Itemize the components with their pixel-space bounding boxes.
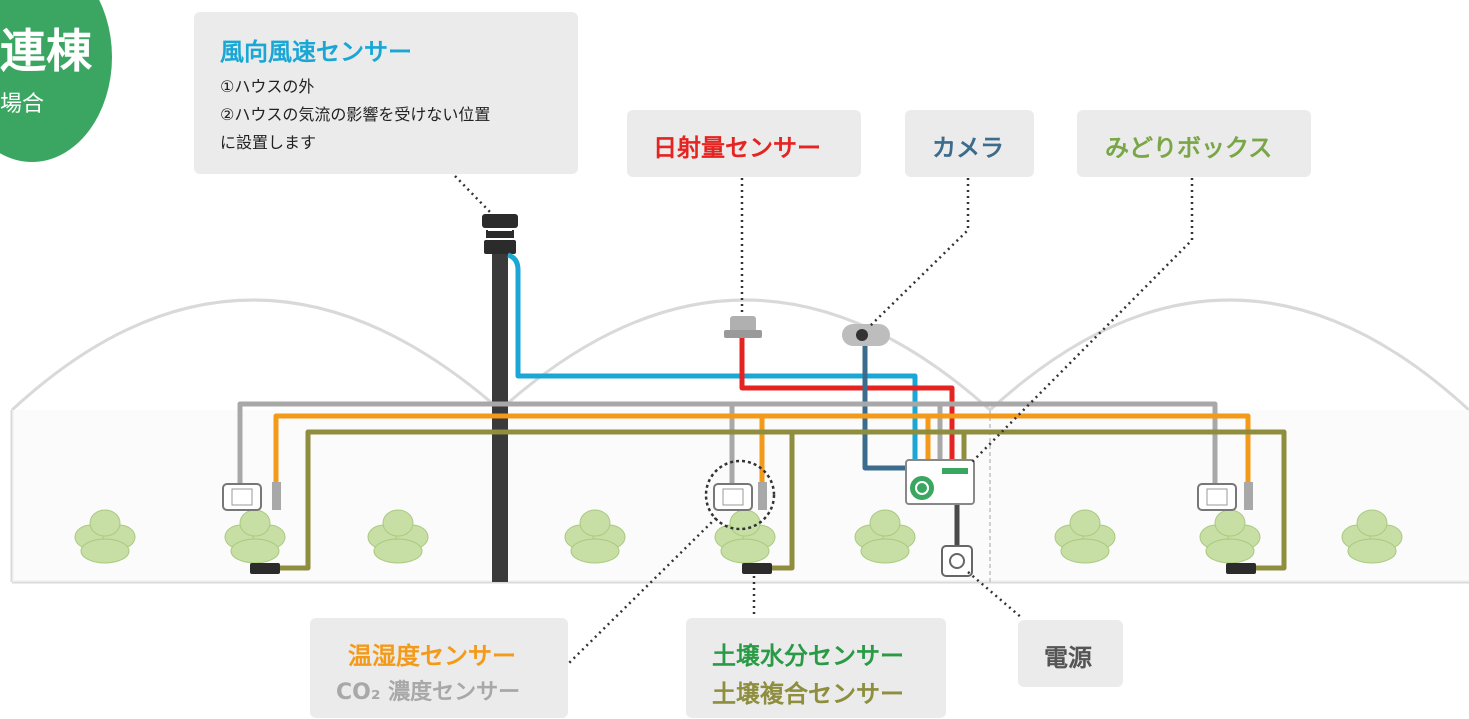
soil-sensor-3 bbox=[1226, 563, 1256, 574]
camera-icon bbox=[842, 324, 890, 346]
wind-sensor-note-3: に設置します bbox=[220, 133, 317, 152]
soil-complex-title: 土壌複合センサー bbox=[712, 680, 904, 708]
plant-icon bbox=[1054, 509, 1116, 564]
temp-sensor-title: 温湿度センサー bbox=[348, 642, 516, 670]
temp-sensor-2 bbox=[713, 483, 753, 511]
callout-temp-co2-sensor: 温湿度センサー CO₂ 濃度センサー bbox=[310, 618, 568, 718]
callout-power: 電源 bbox=[1018, 620, 1123, 687]
badge-line1: 連棟 bbox=[0, 24, 92, 78]
soil-sensor-1 bbox=[250, 563, 280, 574]
co2-sensor-1 bbox=[272, 482, 281, 510]
plant-icon bbox=[854, 509, 916, 564]
callout-solar-sensor: 日射量センサー bbox=[627, 110, 861, 177]
greenhouse-arch-2 bbox=[498, 298, 992, 412]
soil-moisture-title: 土壌水分センサー bbox=[712, 642, 904, 670]
plant-icon bbox=[564, 509, 626, 564]
co2-sensor-title: CO₂ 濃度センサー bbox=[336, 680, 521, 705]
leader-lines bbox=[454, 175, 1194, 667]
temp-sensor-1 bbox=[222, 483, 262, 511]
callout-midori-box: みどりボックス bbox=[1077, 110, 1311, 177]
highlight-circle bbox=[704, 459, 776, 531]
co2-sensor-2 bbox=[758, 482, 767, 510]
camera-title: カメラ bbox=[932, 134, 1004, 162]
wind-sensor-title: 風向風速センサー bbox=[220, 38, 412, 66]
callout-soil-sensor: 土壌水分センサー 土壌複合センサー bbox=[686, 618, 946, 718]
power-plug-icon bbox=[941, 545, 973, 577]
midori-box bbox=[905, 459, 975, 505]
solar-sensor-title: 日射量センサー bbox=[653, 134, 821, 162]
greenhouse-arch-3 bbox=[988, 298, 1469, 412]
plants bbox=[74, 509, 1403, 564]
power-title: 電源 bbox=[1044, 644, 1092, 672]
leader-wind bbox=[454, 175, 491, 213]
midori-box-title: みどりボックス bbox=[1105, 134, 1273, 162]
greenhouse-arch-1 bbox=[10, 298, 501, 412]
temp-sensor-3 bbox=[1197, 483, 1237, 511]
leader-camera bbox=[869, 178, 970, 327]
plant-icon bbox=[1199, 509, 1261, 564]
badge-line2: 場合 bbox=[0, 92, 45, 117]
camera-cable bbox=[862, 346, 908, 471]
cables bbox=[237, 252, 1287, 571]
temp-humidity-sensors bbox=[222, 459, 1253, 531]
soil-sensors bbox=[250, 563, 1256, 574]
wind-sensor-head bbox=[482, 214, 518, 228]
plant-icon bbox=[74, 509, 136, 564]
callout-camera: カメラ bbox=[905, 110, 1034, 177]
wind-sensor-note-2: ②ハウスの気流の影響を受けない位置 bbox=[220, 105, 491, 124]
wind-cable bbox=[507, 252, 918, 462]
soil-cable-main bbox=[268, 429, 1287, 571]
solar-sensor bbox=[724, 316, 762, 338]
leader-midori bbox=[971, 178, 1194, 463]
soil-sensor-2 bbox=[742, 563, 772, 574]
plant-icon bbox=[367, 509, 429, 564]
solar-cable bbox=[739, 338, 955, 462]
header-badge: 連棟 場合 bbox=[0, 0, 112, 162]
co2-sensor-3 bbox=[1244, 482, 1253, 510]
co2-cable-main bbox=[237, 401, 1218, 488]
wind-sensor-note-1: ①ハウスの外 bbox=[220, 77, 315, 96]
plant-icon bbox=[224, 509, 286, 564]
callout-wind-sensor: 風向風速センサー ①ハウスの外 ②ハウスの気流の影響を受けない位置 に設置します bbox=[194, 12, 578, 174]
plant-icon bbox=[1341, 509, 1403, 564]
leader-temp bbox=[565, 517, 717, 667]
